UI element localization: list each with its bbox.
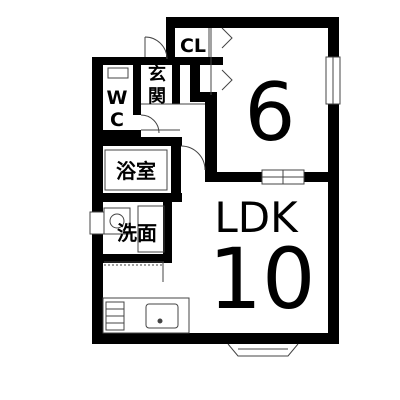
wall-bottom (92, 333, 339, 344)
wall-bath-bottom (92, 193, 182, 202)
ldk-label: LDK (214, 193, 299, 242)
wall-left-lower (92, 137, 103, 344)
kitchen-sink (145, 303, 179, 329)
wall-entrance-right (172, 57, 180, 104)
bathtub (104, 149, 168, 191)
wall-bedroom-left-top (190, 92, 217, 102)
entrance-door-swing (144, 36, 168, 60)
thin-lines (89, 27, 341, 357)
kitchen-counter (102, 297, 190, 334)
wall-entrance-top (140, 57, 180, 65)
toilet-label-2: C (110, 109, 124, 131)
wall-top-main (166, 17, 339, 28)
wall-bedroom-left (205, 100, 217, 182)
entrance-label-1: 玄 (148, 63, 166, 85)
closet-label: CL (180, 35, 206, 57)
toilet-label-1: W (107, 87, 128, 109)
wall-bedroom-left-upper (190, 57, 200, 102)
wall-bath-right (171, 137, 181, 201)
window-wash (89, 211, 105, 235)
washing-machine-area (137, 205, 165, 253)
wall-wash-right (163, 193, 172, 263)
wall-wc-bottom (92, 130, 141, 138)
wall-cl-left (166, 17, 175, 63)
wall-bath-top (92, 137, 182, 146)
wall-top-wc (92, 57, 147, 65)
wall-wash-bottom (92, 254, 172, 263)
wc-door-swing (140, 114, 160, 134)
entrance-label-2: 関 (148, 86, 166, 107)
bay-window (227, 343, 299, 357)
wall-wc-right (133, 57, 141, 115)
wall-left-wc (92, 57, 103, 137)
room-labels: CL 6 玄 関 W C 浴室 洗面 LDK 10 (107, 35, 316, 328)
bathroom-label: 浴室 (116, 159, 156, 183)
ldk-size-label: 10 (209, 230, 316, 328)
toilet-tank (107, 67, 129, 79)
washroom-label: 洗面 (117, 221, 157, 245)
bedroom-size-label: 6 (245, 66, 296, 159)
